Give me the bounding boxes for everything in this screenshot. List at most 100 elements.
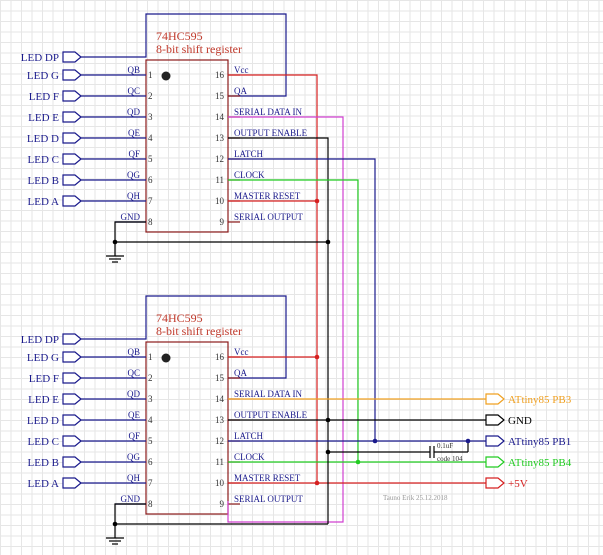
pin-number: 13 xyxy=(215,415,225,425)
led-label: LED F xyxy=(29,91,59,103)
pin-name: Vcc xyxy=(234,65,249,75)
pin-number: 11 xyxy=(215,175,224,185)
chip-description: 8-bit shift register xyxy=(156,42,242,56)
vcc-junction xyxy=(314,198,320,204)
pin-number: 9 xyxy=(220,217,225,227)
chip-name: 74HC595 xyxy=(156,29,203,43)
pin-number: 11 xyxy=(215,457,224,467)
junction-dot xyxy=(325,239,331,245)
pin-name: QE xyxy=(128,128,140,138)
led-label: LED E xyxy=(28,394,59,406)
pin-name: CLOCK xyxy=(234,452,265,462)
clock-bus xyxy=(228,179,359,463)
author-credit: Tauno Erik 25.12.2018 xyxy=(383,494,448,502)
pin-name: QG xyxy=(127,452,140,462)
chip-gnd-wire xyxy=(114,221,146,242)
junction-dot xyxy=(325,417,331,423)
pin-name: QC xyxy=(127,86,140,96)
led-connector xyxy=(62,435,82,447)
junction-dot xyxy=(465,438,471,444)
port-gnd-connector xyxy=(485,414,505,426)
chip-body xyxy=(145,59,229,233)
port-vcc-label: +5V xyxy=(508,478,528,490)
junction-dot xyxy=(372,438,378,444)
pin-name: OUTPUT ENABLE xyxy=(234,410,308,420)
pin-name: QD xyxy=(127,107,140,117)
pin-name: QB xyxy=(127,347,140,357)
pin-number: 2 xyxy=(148,91,153,101)
pin-number: 16 xyxy=(215,352,225,362)
led-connector xyxy=(62,132,82,144)
led-connector xyxy=(62,174,82,186)
pin-number: 4 xyxy=(148,415,153,425)
pin-name: QH xyxy=(127,473,140,483)
latch-bus xyxy=(228,158,376,442)
pin-number: 15 xyxy=(215,373,225,383)
pin-number: 12 xyxy=(215,436,224,446)
pin-number: 1 xyxy=(148,70,153,80)
pin-name: Vcc xyxy=(234,347,249,357)
chip-body xyxy=(145,341,229,515)
pin-name: QB xyxy=(127,65,140,75)
pin1-marker xyxy=(161,71,171,81)
pin1-marker xyxy=(161,353,171,363)
oe-bus xyxy=(228,137,329,452)
led-label: LED C xyxy=(28,154,59,166)
junction-dot xyxy=(325,449,331,455)
chip-gnd-wire xyxy=(114,503,146,524)
pin-name: QF xyxy=(128,149,140,159)
pin-number: 3 xyxy=(148,112,153,122)
pin-name: QE xyxy=(128,410,140,420)
led-connector xyxy=(62,69,82,81)
led-dp-connector xyxy=(62,333,82,345)
pin-name: QF xyxy=(128,431,140,441)
pin-number: 5 xyxy=(148,436,153,446)
port-pb4-label: ATtiny85 PB4 xyxy=(508,457,572,469)
pin-name: QA xyxy=(234,368,247,378)
led-label: LED F xyxy=(29,373,59,385)
junction-dot xyxy=(355,459,361,465)
qa-feedback-wire xyxy=(81,295,287,379)
pin-number: 10 xyxy=(215,478,225,488)
capacitor-value: 0.1uF xyxy=(437,442,453,450)
pin-name: GND xyxy=(121,494,141,504)
pin-number: 1 xyxy=(148,352,153,362)
led-dp-connector xyxy=(62,51,82,63)
junction-dot xyxy=(314,480,320,486)
port-pb3-label: ATtiny85 PB3 xyxy=(508,394,572,406)
pin-number: 12 xyxy=(215,154,224,164)
junction-dot xyxy=(112,239,118,245)
pin-name: GND xyxy=(121,212,141,222)
led-label: LED G xyxy=(27,352,59,364)
pin-number: 4 xyxy=(148,133,153,143)
pin-name: SERIAL DATA IN xyxy=(234,389,302,399)
led-label: LED G xyxy=(27,70,59,82)
pin-number: 9 xyxy=(220,499,225,509)
port-pb3-connector xyxy=(485,393,505,405)
junction-dot xyxy=(314,354,320,360)
chip-description: 8-bit shift register xyxy=(156,324,242,338)
pin-name: QH xyxy=(127,191,140,201)
pin-name: MASTER RESET xyxy=(234,191,301,201)
led-dp-label: LED DP xyxy=(21,52,59,64)
led-label: LED C xyxy=(28,436,59,448)
pin-name: SERIAL OUTPUT xyxy=(234,494,303,504)
pin-name: QA xyxy=(234,86,247,96)
pin-name: LATCH xyxy=(234,431,264,441)
vcc-bus xyxy=(228,74,318,483)
port-pb4-connector xyxy=(485,456,505,468)
pin-name: SERIAL DATA IN xyxy=(234,107,302,117)
port-gnd-label: GND xyxy=(508,415,532,427)
pin-number: 16 xyxy=(215,70,225,80)
pin-number: 8 xyxy=(148,499,153,509)
pin-number: 15 xyxy=(215,91,225,101)
qa-feedback-wire xyxy=(81,13,287,97)
pin-number: 13 xyxy=(215,133,225,143)
pin-number: 6 xyxy=(148,175,153,185)
pin-number: 14 xyxy=(215,394,225,404)
led-connector xyxy=(62,393,82,405)
led-connector xyxy=(62,414,82,426)
serial-chain-wire xyxy=(227,116,344,523)
pin-number: 3 xyxy=(148,394,153,404)
led-connector xyxy=(62,477,82,489)
